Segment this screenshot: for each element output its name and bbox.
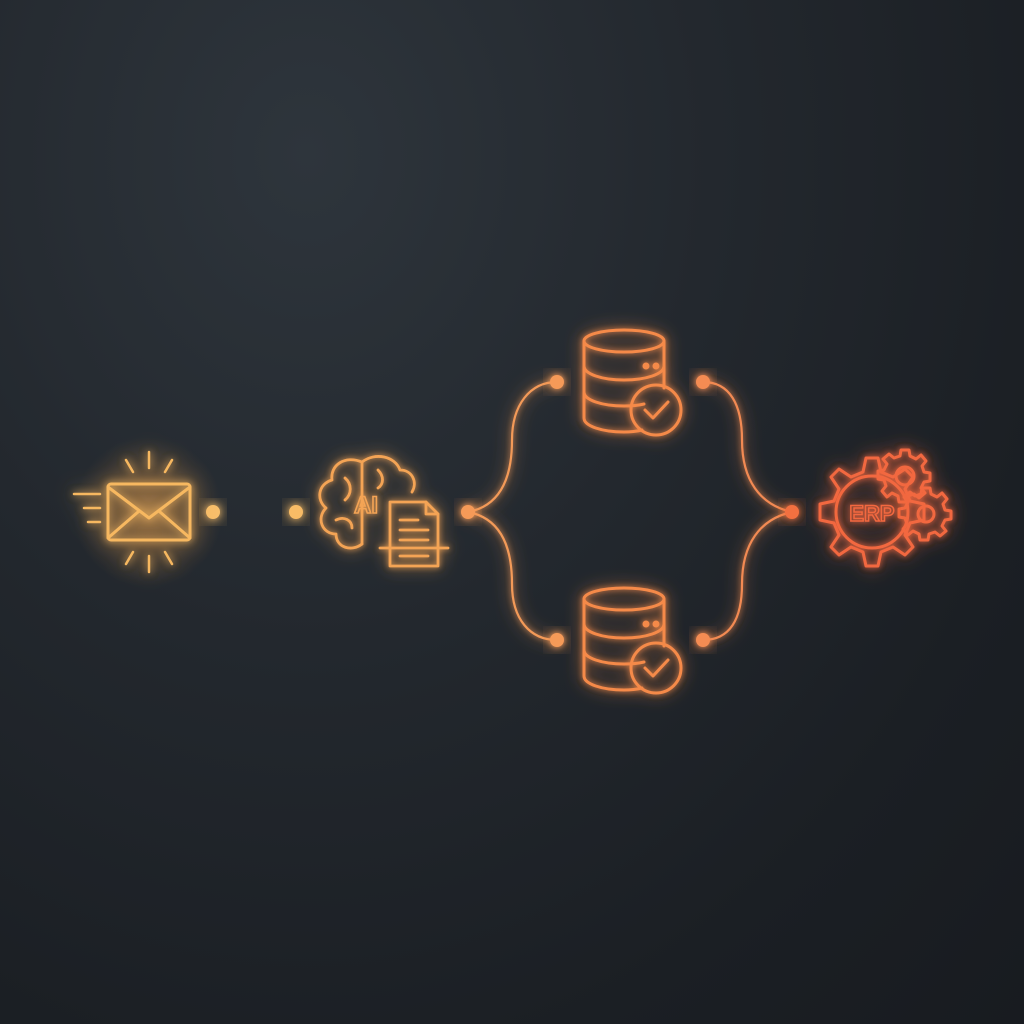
connector-dot	[289, 505, 303, 519]
connector-dot	[785, 505, 799, 519]
connector-dot	[550, 633, 564, 647]
node-email	[72, 437, 223, 587]
edge-database-bottom-to-erp	[701, 510, 794, 642]
connector-dot	[461, 505, 475, 519]
node-erp: ERP	[818, 448, 953, 568]
email-glow-burst	[73, 437, 223, 587]
brain-document-icon	[318, 455, 450, 568]
connectors	[211, 380, 794, 642]
node-database-bottom	[582, 586, 683, 695]
edge-ai-to-database-bottom	[466, 510, 559, 642]
database-check-icon	[582, 328, 683, 437]
edge-database-top-to-erp	[701, 380, 794, 514]
connector-dots	[206, 375, 799, 647]
ai-label: AI	[354, 492, 378, 519]
connector-dot	[550, 375, 564, 389]
connector-dot	[696, 633, 710, 647]
envelope-icon	[72, 450, 192, 574]
erp-label: ERP	[849, 501, 894, 526]
node-database-top	[582, 328, 683, 437]
node-ai-processor: AI	[318, 455, 450, 568]
erp-gears-icon	[818, 448, 953, 568]
connector-dot	[696, 375, 710, 389]
edge-ai-to-database-top	[466, 380, 559, 514]
database-check-icon	[582, 586, 683, 695]
